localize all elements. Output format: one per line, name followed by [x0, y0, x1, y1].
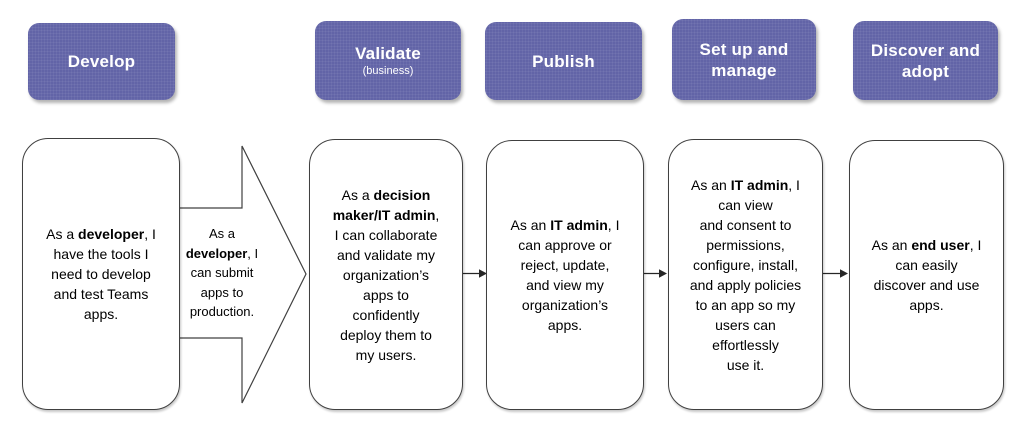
stage-card-text: As an end user, I can easily discover an… [871, 237, 982, 313]
stage-card-develop: As a developer, I have the tools I need … [22, 138, 180, 410]
stage-header-sublabel: (business) [362, 65, 414, 77]
stage-header-publish: Publish [485, 22, 642, 100]
process-arrow [170, 145, 307, 404]
stage-card-text: As a developer, I have the tools I need … [46, 226, 156, 322]
stage-card-validate: As a decision maker/IT admin, I can coll… [309, 139, 463, 410]
stage-header-label: Discover and adopt [870, 40, 981, 81]
stage-header-set-up-and-manage: Set up and manage [672, 19, 816, 100]
stage-header-label: Develop [67, 52, 136, 71]
stage-card-discover-and-adopt: As an end user, I can easily discover an… [849, 140, 1004, 410]
stage-card-text: As an IT admin, I can approve or reject,… [510, 217, 620, 333]
connector-arrow-1 [461, 269, 487, 278]
stage-card-set-up-and-manage: As an IT admin, I can view and consent t… [668, 139, 823, 410]
connector-arrow-3 [821, 269, 848, 278]
stage-header-validate: Validate (business) [315, 21, 461, 100]
stage-card-text: As an IT admin, I can view and consent t… [689, 176, 802, 373]
stage-header-label: Publish [532, 51, 595, 71]
process-arrow-label: As a developer, I can submit apps to pro… [185, 226, 259, 319]
connector-arrow-2 [642, 269, 667, 278]
stage-card-text: As a decision maker/IT admin, I can coll… [332, 186, 440, 363]
stage-header-label: Validate [355, 44, 421, 63]
stage-header-label: Set up and manage [699, 39, 789, 80]
stage-header-discover-and-adopt: Discover and adopt [853, 21, 998, 100]
stage-header-develop: Develop [28, 23, 175, 100]
stage-card-publish: As an IT admin, I can approve or reject,… [486, 140, 644, 410]
